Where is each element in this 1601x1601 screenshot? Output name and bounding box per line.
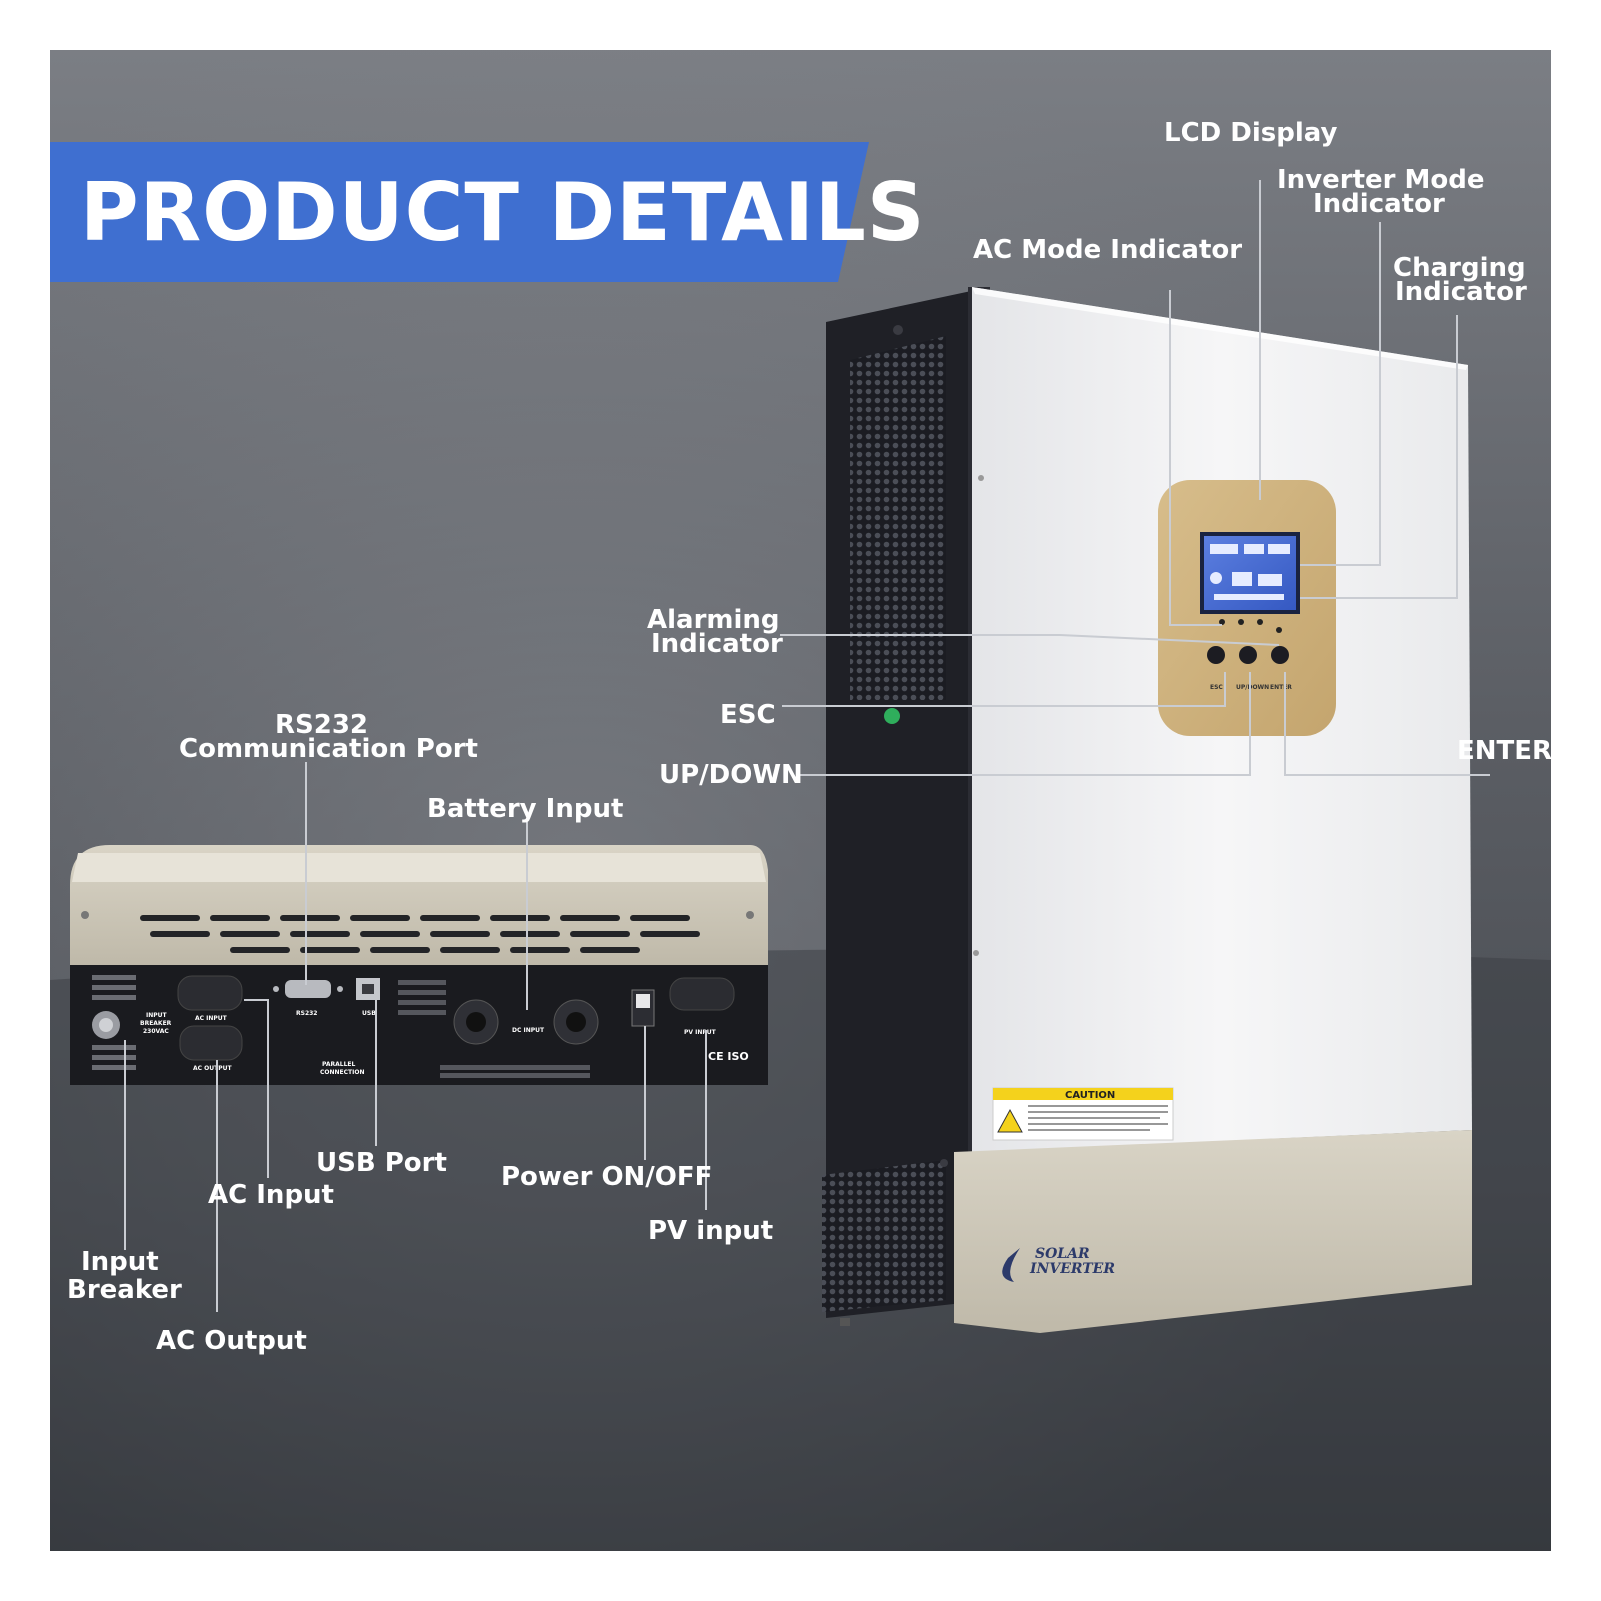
alarm-led bbox=[1276, 627, 1282, 633]
panel-rs232: RS232 bbox=[296, 1010, 317, 1017]
label-up-down: UP/DOWN bbox=[659, 760, 803, 790]
panel-breaker-2: BREAKER bbox=[140, 1020, 172, 1027]
label-pv-input: PV input bbox=[648, 1216, 773, 1246]
charging-led bbox=[1257, 619, 1263, 625]
label-alarming-2: Indicator bbox=[651, 629, 783, 659]
brand-line-1: SOLAR bbox=[1035, 1246, 1090, 1262]
label-alarming-1: Alarming bbox=[647, 605, 780, 635]
callout-labels: LCD Display Inverter Mode Indicator AC M… bbox=[67, 118, 1552, 1356]
panel-parallel-1: PARALLEL bbox=[322, 1061, 355, 1068]
panel-usb: USB bbox=[362, 1010, 376, 1017]
label-ac-output: AC Output bbox=[156, 1326, 307, 1356]
side-vent-lower bbox=[822, 1160, 946, 1312]
panel-cert: CE ISO bbox=[708, 1050, 749, 1063]
status-led bbox=[884, 708, 900, 724]
panel-esc-text: ESC bbox=[1210, 684, 1223, 691]
label-rs232-2: Communication Port bbox=[179, 734, 478, 764]
label-charging-2: Indicator bbox=[1395, 277, 1527, 307]
panel-breaker-3: 230VAC bbox=[143, 1028, 169, 1035]
panel-ac-output: AC OUTPUT bbox=[193, 1065, 232, 1072]
label-inverter-mode-1: Inverter Mode bbox=[1277, 165, 1485, 195]
rear-inverter: INPUT BREAKER 230VAC AC INPUT AC OUTPUT … bbox=[70, 845, 768, 1085]
caution-label: CAUTION bbox=[992, 1087, 1174, 1141]
leader-lines bbox=[124, 180, 1490, 1312]
label-inverter-mode-2: Indicator bbox=[1313, 189, 1445, 219]
label-input-breaker-2: Breaker bbox=[67, 1275, 182, 1305]
label-usb-port: USB Port bbox=[316, 1148, 447, 1178]
brand-logo: SOLAR INVERTER bbox=[1002, 1246, 1115, 1282]
panel-enter-text: ENTER bbox=[1270, 684, 1292, 691]
ac-mode-led bbox=[1219, 619, 1225, 625]
label-power-on-off: Power ON/OFF bbox=[501, 1162, 712, 1192]
label-esc: ESC bbox=[720, 700, 776, 730]
enter-button[interactable] bbox=[1271, 646, 1289, 664]
inverter-bottom-cover bbox=[954, 1130, 1472, 1333]
label-ac-input: AC Input bbox=[208, 1180, 334, 1210]
label-enter: ENTER bbox=[1457, 736, 1552, 766]
brand-line-2: INVERTER bbox=[1029, 1261, 1115, 1277]
panel-pv-input: PV INPUT bbox=[684, 1029, 717, 1036]
up-down-button[interactable] bbox=[1239, 646, 1257, 664]
panel-updown-text: UP/DOWN bbox=[1236, 684, 1269, 691]
title-banner: PRODUCT DETAILS bbox=[50, 142, 925, 282]
panel-ac-input: AC INPUT bbox=[195, 1015, 228, 1022]
inverter-mode-led bbox=[1238, 619, 1244, 625]
panel-dc-input: DC INPUT bbox=[512, 1027, 545, 1034]
side-vent-upper bbox=[850, 336, 946, 700]
label-rs232-1: RS232 bbox=[275, 710, 368, 740]
page-title: PRODUCT DETAILS bbox=[80, 166, 925, 259]
pv-input-socket[interactable] bbox=[669, 977, 735, 1011]
control-panel: ESC UP/DOWN ENTER bbox=[1158, 480, 1336, 736]
wall-inverter: SOLAR INVERTER CAUTION bbox=[822, 287, 1472, 1333]
rs232-port[interactable] bbox=[285, 980, 331, 998]
label-charging-1: Charging bbox=[1393, 253, 1526, 283]
label-battery-input: Battery Input bbox=[427, 794, 623, 824]
ac-input-socket[interactable] bbox=[177, 975, 243, 1011]
label-input-breaker-1: Input bbox=[81, 1247, 159, 1277]
esc-button[interactable] bbox=[1207, 646, 1225, 664]
top-vent-slots bbox=[140, 915, 700, 953]
caution-text: CAUTION bbox=[1065, 1090, 1115, 1101]
panel-parallel-2: CONNECTION bbox=[320, 1069, 365, 1076]
ac-output-socket[interactable] bbox=[179, 1025, 243, 1061]
label-lcd-display: LCD Display bbox=[1164, 118, 1338, 148]
label-ac-mode-indicator: AC Mode Indicator bbox=[973, 235, 1242, 265]
panel-breaker-1: INPUT bbox=[146, 1012, 168, 1019]
